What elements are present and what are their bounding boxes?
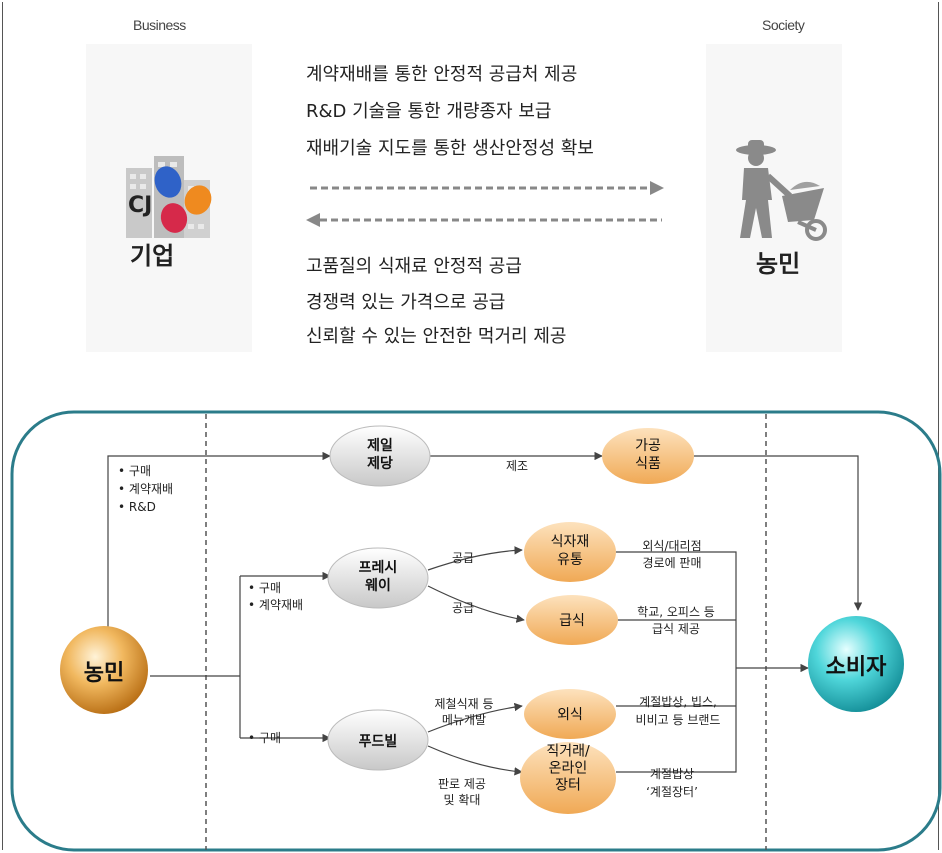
- tag-purchase-2: • 구매: [248, 581, 281, 595]
- node-cheiljedang: [329, 425, 431, 487]
- cj-logo-text: CJ: [128, 193, 152, 218]
- exchange-arrows: [306, 181, 664, 227]
- farmer-name: 농민: [756, 250, 801, 278]
- benefit-to-farmer-3: 재배기술 지도를 통한 생산안정성 확보: [306, 138, 594, 159]
- manufacture-label: 제조: [506, 459, 528, 473]
- tag-rnd: • R&D: [118, 500, 156, 514]
- path-foodville-to-direct: [427, 745, 523, 776]
- business-label: Business: [133, 17, 186, 33]
- path-freshway-to-catering: [427, 585, 525, 623]
- benefit-to-farmer-2: R&D 기술을 통한 개량종자 보급: [306, 101, 552, 122]
- node-foodville: [327, 709, 429, 771]
- arrow-right-icon: [310, 181, 664, 195]
- consumer-orb: [808, 616, 904, 712]
- tag-contract-farming-2: • 계약재배: [248, 597, 303, 612]
- path-processed-to-consumer: [694, 455, 863, 611]
- dining-out-label: 외식: [557, 707, 583, 723]
- node-processed-food: [602, 428, 694, 484]
- node-food-distribution: [524, 522, 616, 582]
- arrow-left-icon: [306, 213, 662, 227]
- path-freshway-to-distribution: [427, 546, 523, 571]
- path-foodville-to-dining: [427, 702, 523, 733]
- dining-out-desc: 계절밥상, 빕스,비비고 등 브랜드: [636, 695, 721, 727]
- path-farmer-to-cheiljedang: [107, 451, 331, 640]
- benefit-to-farmer-1: 계약재배를 통한 안정적 공급처 제공: [306, 64, 578, 85]
- consumer-orb-label: 소비자: [826, 655, 887, 680]
- benefit-to-company-2: 경쟁력 있는 가격으로 공급: [306, 292, 506, 313]
- flow-boundary: [10, 410, 942, 852]
- tag-purchase-3: • 구매: [248, 731, 281, 745]
- node-dining-out: [524, 689, 616, 739]
- farmer-wheelbarrow-icon: [736, 140, 827, 241]
- node-catering: [526, 595, 618, 645]
- benefit-to-company-1: 고품질의 식재료 안정적 공급: [306, 256, 522, 277]
- farmer-orb-label: 농민: [84, 661, 124, 686]
- benefit-to-company-3: 신뢰할 수 있는 안전한 먹거리 제공: [306, 326, 567, 347]
- node-freshway: [327, 547, 429, 609]
- foodville-label: 푸드빌: [359, 734, 398, 750]
- supply-label-2: 공급: [452, 601, 474, 615]
- supply-label-1: 공급: [452, 551, 474, 565]
- direct-trade-desc: 계절밥상‘계절장터’: [646, 767, 698, 799]
- tag-purchase-1: • 구매: [118, 464, 151, 478]
- farmer-orb: [60, 626, 148, 714]
- node-direct-trade: [520, 742, 616, 814]
- company-name: 기업: [130, 242, 175, 270]
- tag-contract-farming-1: • 계약재배: [118, 481, 173, 496]
- society-label: Society: [762, 17, 805, 33]
- catering-label: 급식: [559, 613, 585, 629]
- cj-building-logo-icon: CJ: [126, 156, 212, 238]
